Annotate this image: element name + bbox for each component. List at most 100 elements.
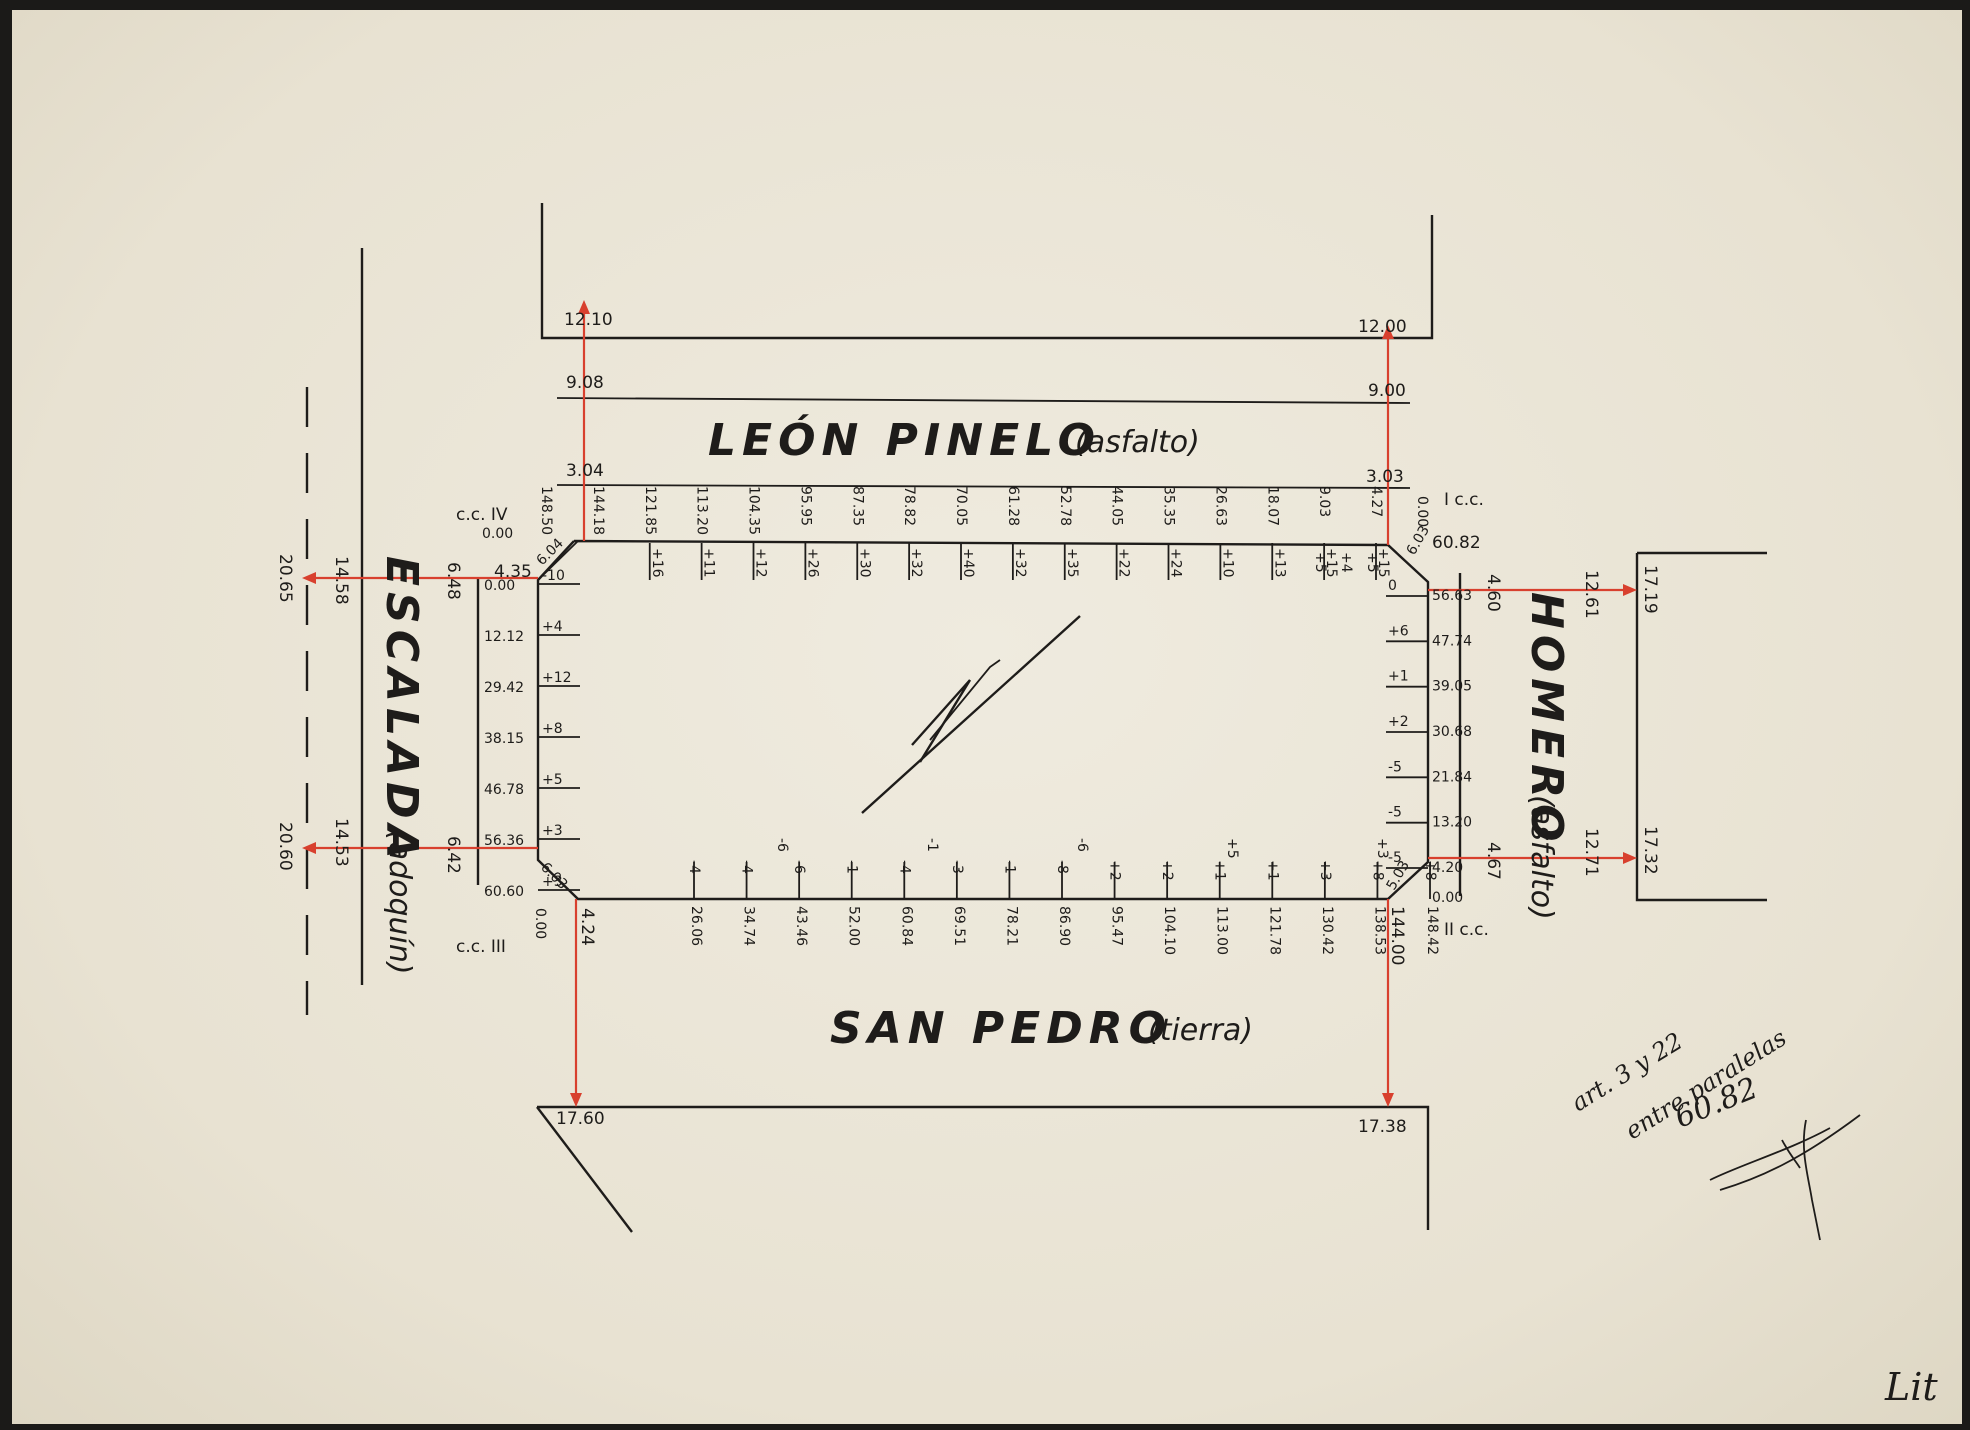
- signature-mark: [1709, 1114, 1861, 1241]
- bottom-dist-label: 113.00: [1214, 906, 1230, 955]
- left-level-label: -10: [542, 568, 565, 584]
- top-width-right-1: 12.00: [1358, 317, 1407, 337]
- bottom-level-label: -6: [791, 860, 807, 874]
- top-level-label: +26: [804, 548, 820, 578]
- left-width-top-1: 4.35: [494, 562, 532, 582]
- bottom-level-label: -4: [686, 860, 702, 874]
- top-level-label: +13: [1271, 548, 1287, 578]
- bottom-level-label: +2: [1107, 860, 1123, 881]
- bottom-level-label: +3: [1317, 860, 1333, 881]
- bottom-dist-label: 138.53: [1371, 906, 1387, 955]
- right-width-top-2: 12.61: [1581, 570, 1601, 619]
- bottom-level-label: +1: [1264, 860, 1280, 881]
- bottom-dist-label: 121.78: [1266, 906, 1282, 955]
- street-surface-top: (asfalto): [1075, 425, 1200, 460]
- top-width-left-3: 3.04: [566, 461, 604, 481]
- bottom-width-right-1: 144.00: [1387, 906, 1407, 965]
- bottom-dist-label: 86.90: [1056, 906, 1072, 946]
- street-name-bottom: SAN PEDRO: [830, 1003, 1172, 1054]
- left-dist-label: 29.42: [484, 680, 524, 696]
- bottom-dist-label: 43.46: [793, 906, 809, 946]
- top-dist-label: 70.05: [953, 486, 969, 526]
- top-dist-label: 121.85: [642, 486, 658, 535]
- bottom-level-label: -4: [739, 860, 755, 874]
- bottom-dist-label: 26.06: [688, 906, 704, 946]
- right-level-label: -5: [1388, 805, 1402, 821]
- bottom-extra-level: +3: [1374, 838, 1390, 859]
- top-width-right-2: 9.00: [1368, 381, 1406, 401]
- left-width-bottom-3: 20.60: [275, 822, 295, 871]
- left-level-label: +4: [542, 619, 563, 635]
- right-dist-label: 21.84: [1432, 769, 1472, 785]
- left-dist-label: 46.78: [484, 782, 524, 798]
- bottom-level-label: +2: [1159, 860, 1175, 881]
- bottom-level-label: -8: [1054, 860, 1070, 874]
- street-surface-bottom: (tierra): [1148, 1013, 1253, 1048]
- top-dist-label: 61.28: [1005, 486, 1021, 526]
- bottom-dist-label: 60.84: [898, 906, 914, 946]
- bottom-level-label: -1: [844, 860, 860, 874]
- right-dist-label: 56.63: [1432, 588, 1472, 604]
- bottom-dist-label: 34.74: [741, 906, 757, 946]
- right-level-label: -5: [1388, 850, 1402, 866]
- offset-arrows: [302, 300, 1637, 1107]
- right-width-bottom-3: 17.32: [1640, 826, 1660, 875]
- north-arrow-icon: [861, 615, 1081, 814]
- right-level-label: 0: [1388, 578, 1397, 594]
- top-dist-label: 78.82: [901, 486, 917, 526]
- top-extra-level: +4: [1338, 552, 1354, 573]
- corner-initials: Lit: [1884, 1365, 1938, 1409]
- right-dist-label: 39.05: [1432, 679, 1472, 695]
- top-dist-label: 18.07: [1264, 486, 1280, 526]
- top-level-label: +35: [1064, 548, 1080, 578]
- top-dist-label: 144.18: [590, 486, 606, 535]
- top-level-label: +11: [701, 548, 717, 578]
- bottom-width-right-2: 17.38: [1358, 1117, 1407, 1137]
- street-name-top: LEÓN PINELO: [708, 413, 1101, 466]
- left-level-label: +8: [542, 721, 563, 737]
- top-dist-label: 95.95: [797, 486, 813, 526]
- right-width-bottom-1: 4.67: [1483, 842, 1503, 880]
- top-level-label: +40: [960, 548, 976, 578]
- left-dist-label: 0.00: [484, 578, 515, 594]
- bottom-dist-label: 52.00: [846, 906, 862, 946]
- bottom-side-ticks: -426.06-434.74-643.46-152.00-460.84-369.…: [686, 838, 1440, 955]
- top-dist-label: 9.03: [1316, 486, 1332, 517]
- bottom-dist-label: 148.42: [1424, 906, 1440, 955]
- street-lines: [305, 203, 1767, 1233]
- left-level-label: +12: [542, 670, 572, 686]
- corner-I-km: 60.82: [1432, 533, 1481, 553]
- annotation-parallels: entre paralelas: [1620, 1024, 1791, 1145]
- corner-III-zero: 0.00: [532, 908, 548, 939]
- left-dist-label: 38.15: [484, 731, 524, 747]
- bottom-dist-label: 104.10: [1161, 906, 1177, 955]
- top-dist-label: 44.05: [1109, 486, 1125, 526]
- bottom-width-left-1: 4.24: [577, 908, 597, 946]
- left-dist-label: 60.60: [484, 884, 524, 900]
- left-width-top-4: 6.48: [443, 562, 463, 600]
- top-width-left-2: 9.08: [566, 373, 604, 393]
- top-dist-label: 52.78: [1057, 486, 1073, 526]
- bottom-extra-level: -1: [924, 838, 940, 852]
- top-dist-label: 26.63: [1212, 486, 1228, 526]
- street-surface-left: (adoquín): [382, 830, 417, 975]
- left-side-ticks: -100.00+412.12+1229.42+838.15+546.78+356…: [484, 568, 580, 900]
- top-dist-label: 113.20: [694, 486, 710, 535]
- top-level-label: +32: [1012, 548, 1028, 578]
- bottom-level-label: +1: [1212, 860, 1228, 881]
- left-level-label: +3: [542, 823, 563, 839]
- top-level-label: +24: [1168, 548, 1184, 578]
- top-level-label: +15: [1375, 548, 1391, 578]
- bottom-extra-level: -6: [1074, 838, 1090, 852]
- bottom-extra-level: +5: [1224, 838, 1240, 859]
- bottom-dist-label: 69.51: [951, 906, 967, 946]
- street-name-left: ESCALADA: [376, 556, 427, 865]
- corner-IV-diag: 6.04: [534, 535, 567, 568]
- right-dist-label: 47.74: [1432, 633, 1472, 649]
- left-dist-label: 12.12: [484, 629, 524, 645]
- block-outline: [536, 539, 1430, 901]
- top-extra-level: +5: [1364, 552, 1380, 573]
- corner-I-diag: 6.03: [1404, 523, 1433, 558]
